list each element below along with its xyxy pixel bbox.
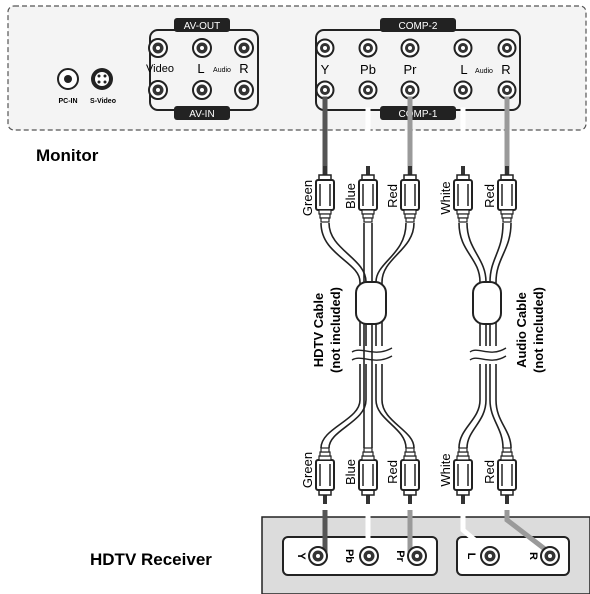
bottom-green-plug: [316, 448, 334, 504]
top-red2-plug: [497, 165, 517, 223]
hdtv-cable-name: HDTV Cable: [311, 293, 326, 367]
bottom-wires: [322, 510, 552, 555]
bottom-white-label: White: [438, 453, 453, 486]
comp2-l-jack: [453, 38, 473, 58]
audio-cable-note: (not included): [531, 287, 546, 373]
av-block: AV-OUT AV-IN Video L Audio R: [146, 18, 259, 120]
monitor-label: Monitor: [36, 146, 99, 165]
pc-in-label: PC-IN: [58, 98, 77, 105]
pc-in-jack: [57, 68, 79, 90]
comp2-y-jack: [315, 38, 335, 58]
top-green-plug: [315, 165, 335, 223]
av-out-l-jack: [192, 38, 212, 58]
hdtv-cable-note: (not included): [328, 287, 343, 373]
bottom-white-plug: [454, 448, 472, 504]
top-wires: [322, 96, 510, 175]
top-blue-label: Blue: [343, 183, 358, 209]
top-white-label: White: [438, 181, 453, 214]
comp1-label: COMP-1: [399, 109, 438, 120]
receiver-r-jack: [540, 546, 560, 566]
top-red-label: Red: [385, 184, 400, 208]
bottom-blue-plug: [359, 448, 377, 504]
hdtv-cable-bundle: [320, 222, 415, 449]
comp1-r-jack: [497, 80, 517, 100]
av-in-r-jack: [234, 80, 254, 100]
comp-audio-label: Audio: [475, 68, 493, 75]
s-video-jack: [91, 68, 113, 90]
receiver-pb-jack: [359, 546, 379, 566]
comp-l-label: L: [460, 62, 467, 77]
comp1-pb-jack: [358, 80, 378, 100]
av-video-label: Video: [146, 63, 174, 75]
top-plug-labels: Green Blue Red White Red: [300, 180, 497, 216]
comp-pr-label: Pr: [404, 62, 418, 77]
monitor-panel: PC-IN S-Video AV-OUT AV-IN Video L Audio…: [7, 5, 587, 131]
top-red-plug: [400, 165, 420, 223]
receiver-r-label: R: [527, 552, 539, 560]
av-in-label: AV-IN: [189, 109, 214, 120]
comp1-pr-jack: [400, 80, 420, 100]
receiver-y-label: Y: [295, 552, 307, 560]
receiver-y-jack: [308, 546, 328, 566]
top-blue-plug: [358, 165, 378, 223]
comp2-label: COMP-2: [399, 21, 438, 32]
av-in-l-jack: [192, 80, 212, 100]
bottom-red-label: Red: [385, 460, 400, 484]
receiver-l-jack: [480, 546, 500, 566]
top-red2-label: Red: [482, 184, 497, 208]
bottom-red-plug: [401, 448, 419, 504]
av-out-video-jack: [148, 38, 168, 58]
comp1-y-jack: [315, 80, 335, 100]
receiver-label: HDTV Receiver: [90, 550, 212, 569]
top-white-plug: [453, 165, 473, 223]
comp2-pr-jack: [400, 38, 420, 58]
av-r-label: R: [239, 61, 248, 76]
av-out-r-jack: [234, 38, 254, 58]
audio-cable-bundle: [458, 222, 512, 449]
bottom-red2-plug: [498, 448, 516, 504]
bottom-green-label: Green: [300, 452, 315, 488]
comp-r-label: R: [501, 62, 510, 77]
av-in-video-jack: [148, 80, 168, 100]
audio-cable-name: Audio Cable: [514, 292, 529, 368]
receiver-pr-label: Pr: [394, 550, 406, 562]
bottom-plug-labels: Green Blue Red White Red: [300, 452, 497, 488]
comp1-l-jack: [453, 80, 473, 100]
cable-captions: HDTV Cable (not included) Audio Cable (n…: [311, 287, 546, 373]
component-block: COMP-2 COMP-1 Y Pb Pr L Audio R: [315, 18, 521, 120]
comp-y-label: Y: [321, 62, 330, 77]
s-video-label: S-Video: [90, 98, 116, 105]
receiver-l-label: L: [465, 553, 477, 560]
av-out-label: AV-OUT: [184, 21, 220, 32]
av-audio-label: Audio: [213, 67, 231, 74]
receiver-pb-label: Pb: [343, 549, 355, 563]
receiver-pr-jack: [407, 546, 427, 566]
top-green-label: Green: [300, 180, 315, 216]
bottom-blue-label: Blue: [343, 459, 358, 485]
receiver-jacks: Y Pb Pr L R: [295, 546, 560, 566]
comp2-pb-jack: [358, 38, 378, 58]
comp-pb-label: Pb: [360, 62, 376, 77]
av-l-label: L: [197, 61, 204, 76]
comp2-r-jack: [497, 38, 517, 58]
bottom-red2-label: Red: [482, 460, 497, 484]
